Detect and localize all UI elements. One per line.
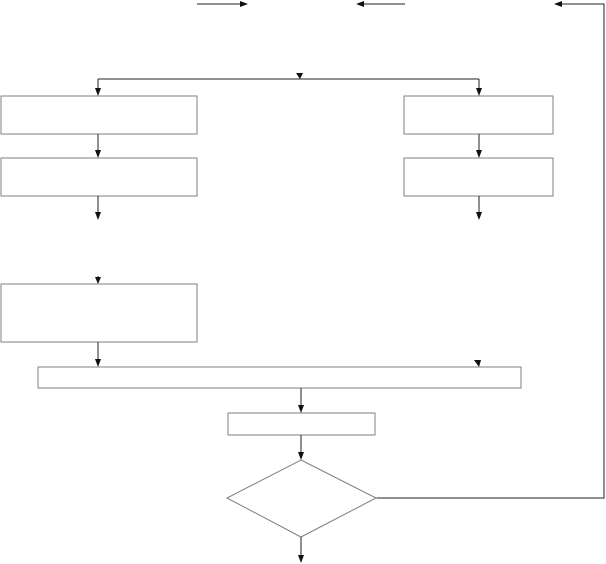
right-merge-arrowhead <box>474 360 481 367</box>
left-box-3 <box>0 283 198 343</box>
left-edge-3-arrowhead <box>95 277 101 284</box>
process-to-decision-arrowhead <box>298 452 304 460</box>
right-box-1 <box>403 95 554 135</box>
left-box-2 <box>0 157 198 197</box>
top-connector-2-arrowhead <box>356 1 364 7</box>
merge-bar <box>37 366 522 389</box>
decision-diamond <box>225 459 378 538</box>
split-center-arrowhead <box>296 73 303 79</box>
process-box <box>227 412 376 436</box>
left-edge-2-arrowhead <box>95 212 101 220</box>
top-connector-1-arrowhead <box>240 1 248 7</box>
split-connector <box>95 73 482 96</box>
split-left-arrowhead <box>95 88 101 96</box>
left-box-1 <box>0 95 198 135</box>
loop-back-line <box>376 3 605 499</box>
right-edge-2-arrowhead <box>476 212 482 220</box>
top-connectors <box>197 1 605 499</box>
decision-exit-arrowhead <box>298 555 304 563</box>
left-edge-4-arrowhead <box>95 359 101 367</box>
merge-to-process-arrowhead <box>298 405 304 413</box>
right-box-2 <box>403 157 554 197</box>
loop-back-arrowhead <box>554 1 562 7</box>
right-edge-1-arrowhead <box>476 150 482 158</box>
left-edge-1-arrowhead <box>95 150 101 158</box>
split-right-arrowhead <box>476 88 482 96</box>
